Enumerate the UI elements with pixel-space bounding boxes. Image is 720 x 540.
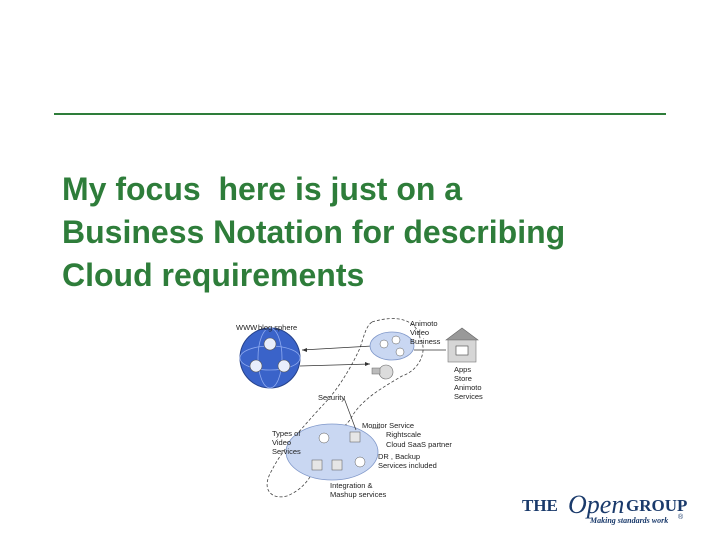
logo-registered-mark: ® (678, 514, 684, 521)
label-apps-3: Animoto (454, 383, 482, 392)
headline-line-1: My focus here is just on a (62, 171, 463, 207)
logo-open-text: Open (568, 490, 625, 519)
arrow-business-to-globe (299, 363, 371, 367)
label-mashup-services: Mashup services (330, 490, 387, 499)
label-animoto-3: Business (410, 337, 441, 346)
arrow-security-to-services (343, 397, 357, 431)
label-apps-4: Services (454, 392, 483, 401)
arrow-globe-to-business (301, 345, 373, 351)
label-types-3: Services (272, 447, 301, 456)
label-security: Security (318, 393, 346, 402)
label-types-1: Types of (272, 429, 301, 438)
open-group-logo: THE Open GROUP Making standards work ® (518, 490, 690, 530)
logo-tagline: Making standards work (590, 516, 669, 525)
www-globe-icon (239, 327, 301, 389)
label-cloud-saas-partner: Cloud SaaS partner (386, 440, 452, 449)
services-cloud-icon (285, 423, 379, 481)
business-cloud-icon (369, 331, 415, 361)
label-www: WWW (236, 323, 258, 332)
label-apps-2: Store (454, 374, 472, 383)
label-animoto-1: Animoto (410, 319, 438, 328)
title-divider-line (54, 113, 666, 115)
label-monitor-service: Monitor Service (362, 421, 415, 430)
headline-line-3: Cloud requirements (62, 257, 365, 293)
apps-store-icon (445, 327, 479, 363)
headline-line-2: Business Notation for describing (62, 214, 566, 250)
label-blog-sphere: blog sphere (258, 323, 298, 332)
label-integration: Integration & (330, 481, 373, 490)
slide-headline: My focus here is just on a Business Nota… (62, 168, 682, 297)
security-lock-icon (371, 364, 394, 380)
logo-group-text: GROUP (626, 496, 688, 515)
label-types-2: Video (272, 438, 292, 447)
cloud-business-diagram: WWW blog sphere Animoto Video Business A… (232, 310, 502, 510)
label-dr-backup: DR , Backup (378, 452, 421, 461)
diagram-graphic (239, 318, 479, 498)
label-apps-1: Apps (454, 365, 472, 374)
logo-the-text: THE (522, 496, 558, 515)
label-rightscale: Rightscale (386, 430, 422, 439)
label-services-included: Services included (378, 461, 437, 470)
label-animoto-2: Video (410, 328, 430, 337)
